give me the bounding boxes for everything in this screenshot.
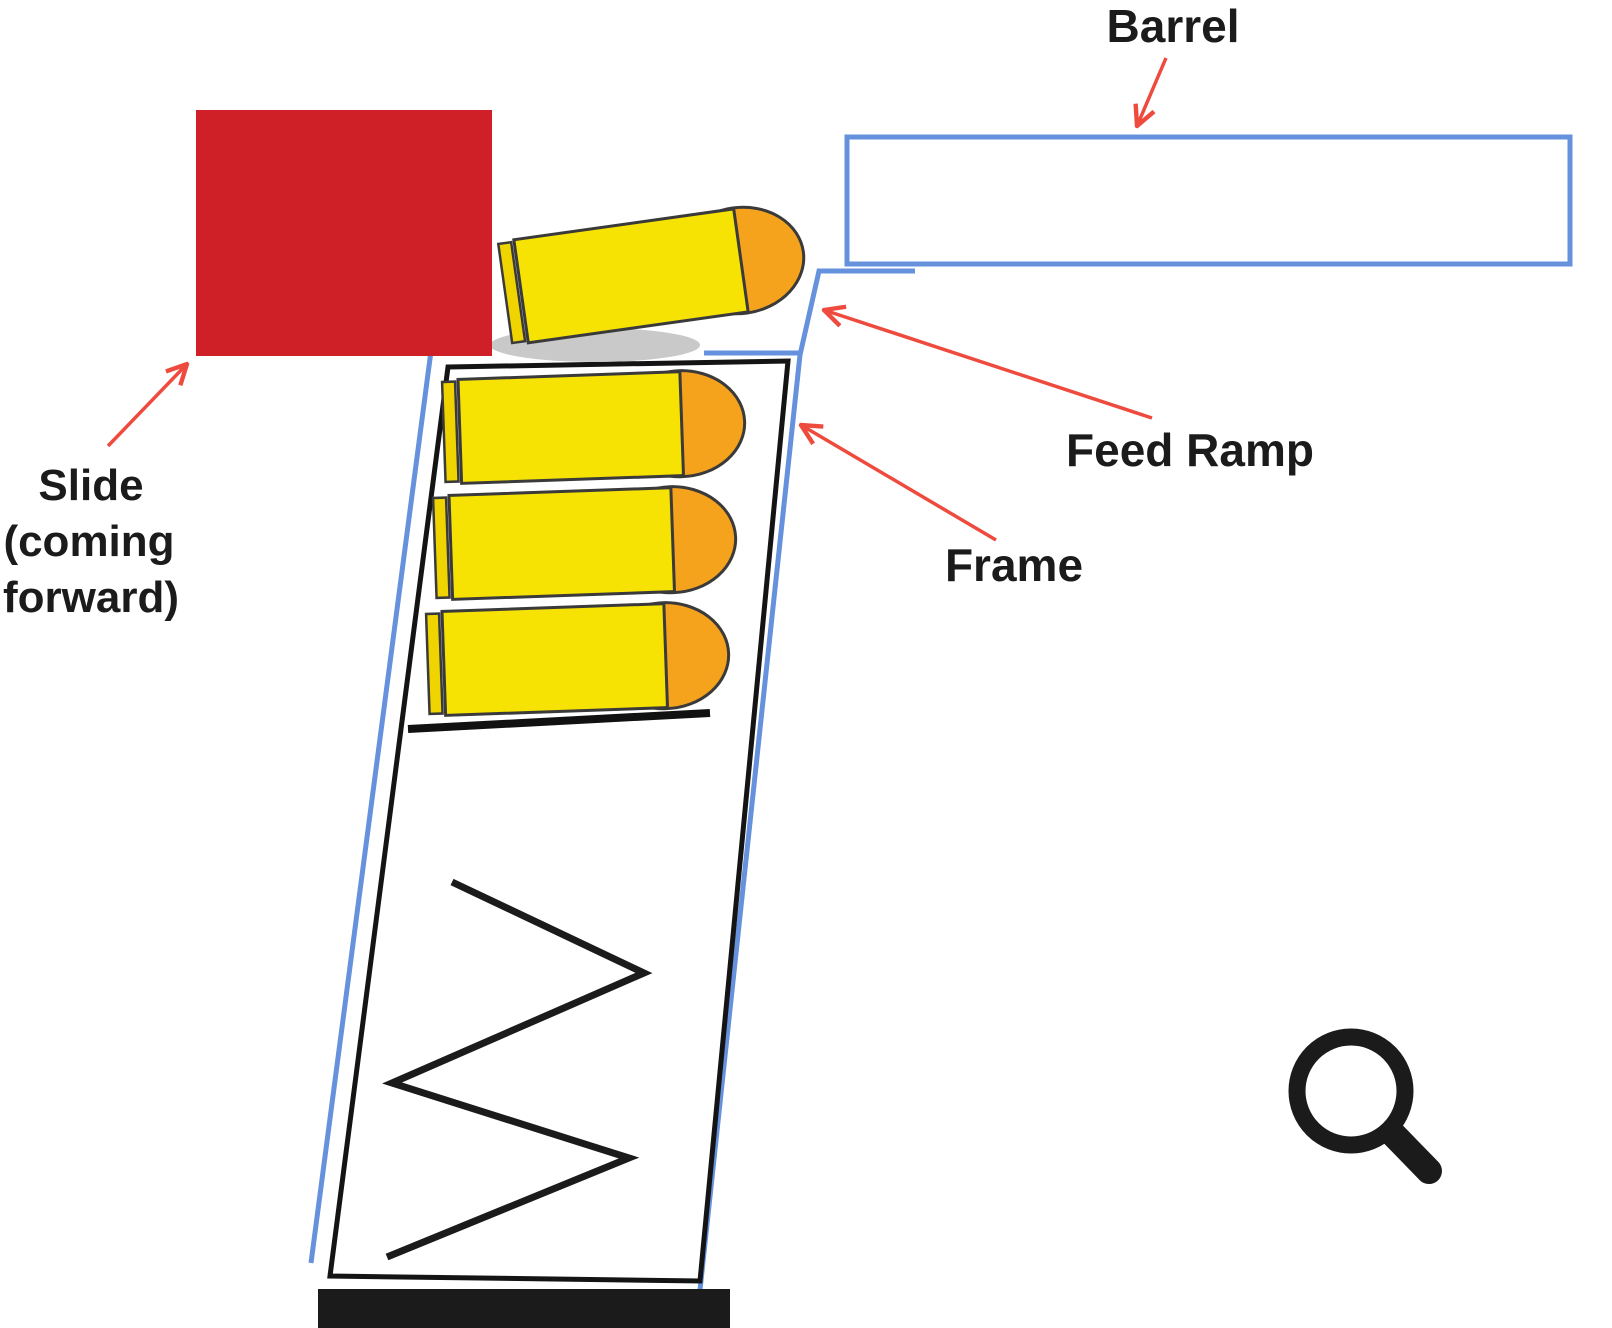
slide-block bbox=[196, 110, 492, 356]
barrel-label: Barrel bbox=[1107, 0, 1240, 52]
cartridge-case bbox=[512, 207, 750, 345]
slide-label-line2: (coming bbox=[3, 517, 174, 566]
cartridge-feeding bbox=[496, 205, 806, 345]
cartridge-rim bbox=[440, 380, 460, 484]
cartridge-rim bbox=[424, 612, 444, 716]
magazine-spring bbox=[382, 878, 653, 1261]
magazine-left-wall bbox=[308, 350, 434, 1264]
cartridge-case bbox=[440, 602, 670, 717]
feed-ramp-arrow bbox=[824, 310, 1153, 420]
magnifier-lens bbox=[1288, 1028, 1414, 1154]
cartridge-3 bbox=[424, 601, 731, 717]
slide-label-line3: forward) bbox=[3, 573, 179, 622]
magnifier-icon[interactable] bbox=[1288, 1028, 1442, 1184]
slide-arrow bbox=[106, 364, 187, 448]
frame-label: Frame bbox=[945, 539, 1083, 591]
barrel-outline bbox=[844, 134, 1573, 267]
cartridge-case bbox=[447, 486, 677, 601]
cartridge-case bbox=[456, 370, 686, 485]
slide-label-line1: Slide bbox=[38, 461, 143, 510]
magazine-inner-outline bbox=[327, 358, 791, 1284]
feed-ramp-line bbox=[697, 268, 915, 1291]
cartridge-2 bbox=[431, 485, 738, 601]
barrel-arrow bbox=[1137, 57, 1168, 126]
frame-arrow bbox=[801, 425, 997, 542]
cartridge-rim bbox=[496, 240, 527, 345]
follower-plate bbox=[407, 709, 711, 733]
cartridge-rim bbox=[431, 496, 451, 600]
magnifier-handle bbox=[1380, 1121, 1442, 1184]
cartridge-1 bbox=[440, 369, 747, 485]
magazine-baseplate bbox=[318, 1289, 730, 1328]
feed-ramp-label: Feed Ramp bbox=[1066, 424, 1314, 476]
